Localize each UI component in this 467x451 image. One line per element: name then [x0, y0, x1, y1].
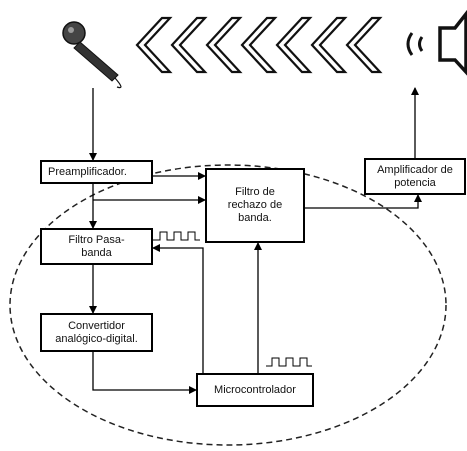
adc-label: Convertidor analógico-digital. — [55, 319, 138, 345]
notch-filter-label: Filtro de rechazo de banda. — [227, 186, 283, 224]
speaker-icon — [406, 9, 467, 76]
dashed-region — [9, 164, 447, 446]
pulse-signal-upper — [153, 231, 200, 241]
adc-block: Convertidor analógico-digital. — [40, 313, 153, 352]
arrow-adc-to-micro — [92, 352, 197, 394]
bandpass-filter-block: Filtro Pasa- banda — [40, 228, 153, 265]
microphone-icon — [62, 21, 122, 89]
microcontroller-block: Microcontrolador — [196, 373, 314, 407]
arrow-micro-to-bandpass — [152, 244, 204, 373]
arrow-notch-to-power-amp — [305, 194, 422, 209]
power-amplifier-label: Amplificador de potencia — [377, 163, 453, 189]
bandpass-filter-label: Filtro Pasa- banda — [68, 233, 125, 259]
power-amplifier-block: Amplificador de potencia — [364, 158, 466, 195]
preamplifier-block: Preamplificador. — [40, 160, 153, 184]
sound-wave-chevrons — [135, 16, 383, 74]
pulse-signal-lower — [266, 357, 312, 367]
preamplifier-label: Preamplificador. — [48, 165, 127, 178]
microcontroller-label: Microcontrolador — [214, 383, 296, 396]
notch-filter-block: Filtro de rechazo de banda. — [205, 168, 305, 243]
